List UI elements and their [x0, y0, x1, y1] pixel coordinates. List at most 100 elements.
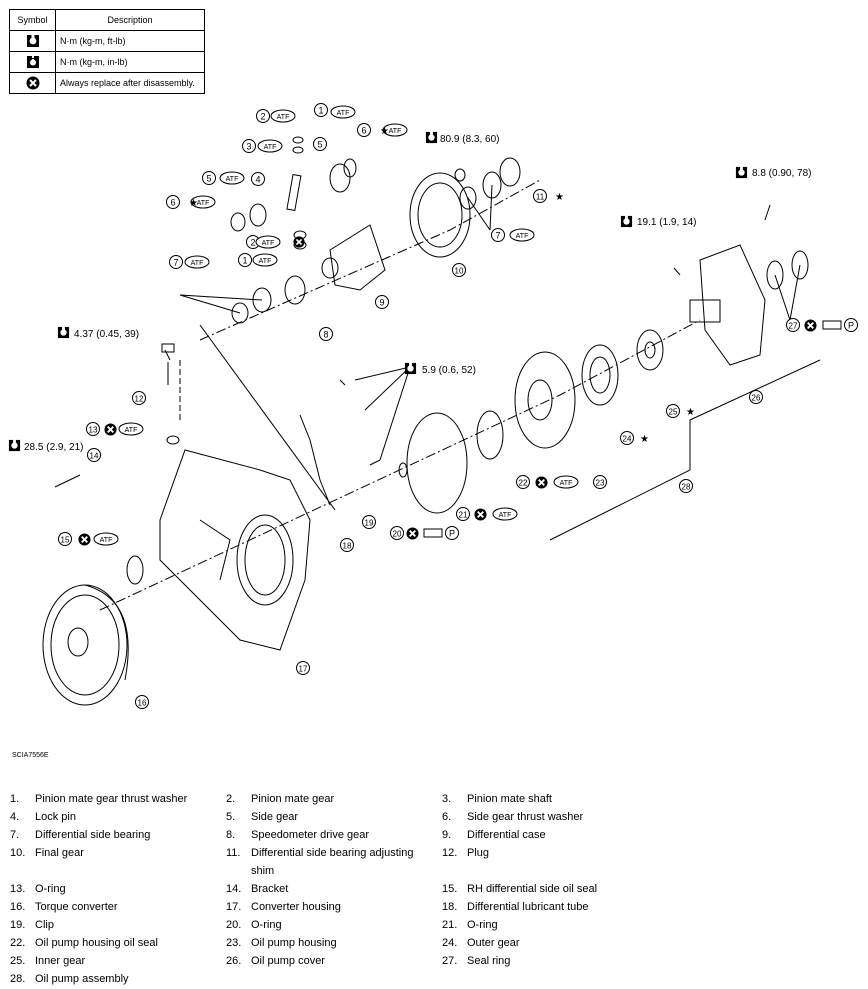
part-number: 20. — [226, 919, 242, 931]
oil-pump-cover — [689, 244, 766, 366]
atf-badge — [255, 235, 281, 249]
part-item: 28. Oil pump assembly — [10, 970, 226, 988]
part-name: Seal ring — [467, 955, 511, 967]
symbol-legend-table: Symbol Description N·m (kg-m, ft-lb) N·m… — [9, 9, 205, 94]
part-number: 22. — [10, 937, 26, 949]
part-name: Bracket — [251, 883, 289, 895]
part-item: 10.Final gear — [10, 844, 226, 880]
part-callout-circle — [296, 661, 310, 675]
part-name: O-ring — [251, 919, 282, 931]
part-callout-circle — [357, 123, 371, 137]
part-name: RH differential side oil seal — [467, 883, 598, 895]
part-callout-number: 1 — [318, 106, 323, 116]
part-name: Pinion mate gear thrust washer — [35, 793, 188, 805]
part-item: 1. Pinion mate gear thrust washer — [10, 790, 226, 808]
legend-text: N·m (kg-m, ft-lb) — [55, 30, 205, 52]
atf-label: ATF — [337, 110, 350, 117]
part-callout-circle — [340, 538, 354, 552]
part-callout-circle — [452, 263, 466, 277]
part-callout-circle — [251, 172, 265, 186]
part-callout-number: 22 — [519, 479, 528, 488]
part-item: 15. RH differential side oil seal — [442, 880, 658, 898]
part-name: Converter housing — [251, 901, 341, 913]
part-item: 8. Speedometer drive gear — [226, 826, 442, 844]
torque-label: 80.9 (8.3, 60) — [440, 134, 499, 145]
atf-label: ATF — [277, 114, 290, 121]
part-name: Oil pump cover — [251, 955, 325, 967]
part-item: 5.Side gear — [226, 808, 442, 826]
part-name: Differential case — [467, 829, 546, 841]
atf-badge — [118, 422, 144, 436]
part-name: Pinion mate gear — [251, 793, 335, 805]
torque-ft-lb-icon — [26, 34, 39, 47]
part-number: 23. — [226, 937, 242, 949]
part-name: Oil pump assembly — [35, 973, 129, 985]
part-number: 8. — [226, 829, 236, 841]
part-name: Differential lubricant tube — [467, 901, 589, 913]
final-gear — [409, 172, 471, 258]
part-item: 20. O-ring — [226, 916, 442, 934]
part-number: 26. — [226, 955, 242, 967]
part-name: Side gear — [251, 811, 299, 823]
part-callout-circle — [456, 507, 470, 521]
part-name: Speedometer drive gear — [251, 829, 370, 841]
part-number: 27. — [442, 955, 458, 967]
part-item: 17.Converter housing — [226, 898, 442, 916]
part-number: 2. — [226, 793, 236, 805]
part-callout-circle — [533, 189, 547, 203]
legend-header-symbol: Symbol — [9, 9, 56, 31]
part-callout-number: 27 — [789, 322, 798, 331]
atf-label: ATF — [259, 258, 272, 265]
exploded-view-diagram: 80.9 (8.3, 60) 8.8 (0.90, 78) 19.1 (1.9,… — [8, 103, 858, 709]
part-item: 11. Differential side bearing adjusting s… — [226, 844, 442, 880]
part-item: 25.Inner gear — [10, 952, 226, 970]
part-callout-number: 24 — [623, 435, 632, 444]
part-number: 14. — [226, 883, 242, 895]
part-callout-circle — [390, 526, 404, 540]
part-callout-number: 23 — [596, 479, 605, 488]
part-name: Oil pump housing oil seal — [35, 937, 158, 949]
part-number: 16. — [10, 901, 26, 913]
part-number: 11. — [226, 847, 241, 859]
part-name: Differential side bearing adjusting shim — [251, 847, 414, 877]
part-number: 21. — [442, 919, 458, 931]
atf-label: ATF — [197, 200, 210, 207]
torque-label: 4.37 (0.45, 39) — [74, 329, 139, 340]
part-number: 9. — [442, 829, 452, 841]
part-callout-number: 25 — [669, 408, 678, 417]
part-callouts: 1231245566778910111213141516171819202122… — [58, 103, 858, 709]
part-callout-number: 7 — [495, 231, 500, 241]
part-callout-number: 6 — [361, 126, 366, 136]
part-callout-circle — [242, 139, 256, 153]
part-callout-circle — [375, 295, 389, 309]
atf-badge — [219, 171, 245, 185]
part-callout-number: 5 — [206, 174, 211, 184]
part-callout-number: 14 — [90, 452, 99, 461]
part-number: 24. — [442, 937, 458, 949]
part-number: 25. — [10, 955, 26, 967]
atf-badge — [257, 139, 283, 153]
converter-housing — [159, 449, 311, 651]
part-callout-number: 2 — [250, 238, 255, 248]
part-number: 1. — [10, 793, 20, 805]
legend-text: Always replace after disassembly. — [55, 72, 205, 94]
part-number: 6. — [442, 811, 452, 823]
part-item: 18.Differential lubricant tube — [442, 898, 658, 916]
part-name: Side gear thrust washer — [467, 811, 584, 823]
p-label: P — [449, 529, 455, 539]
part-callout-number: 9 — [379, 298, 384, 308]
part-number: 28. — [10, 973, 26, 985]
part-name: Lock pin — [35, 811, 76, 823]
torque-converter — [42, 584, 129, 706]
part-callout-circle — [786, 318, 800, 332]
part-number: 19. — [10, 919, 26, 931]
part-number: 15. — [442, 883, 458, 895]
torque-label: 28.5 (2.9, 21) — [24, 442, 83, 453]
part-callout-circle — [238, 253, 252, 267]
torque-in-lb-icon — [26, 55, 39, 68]
